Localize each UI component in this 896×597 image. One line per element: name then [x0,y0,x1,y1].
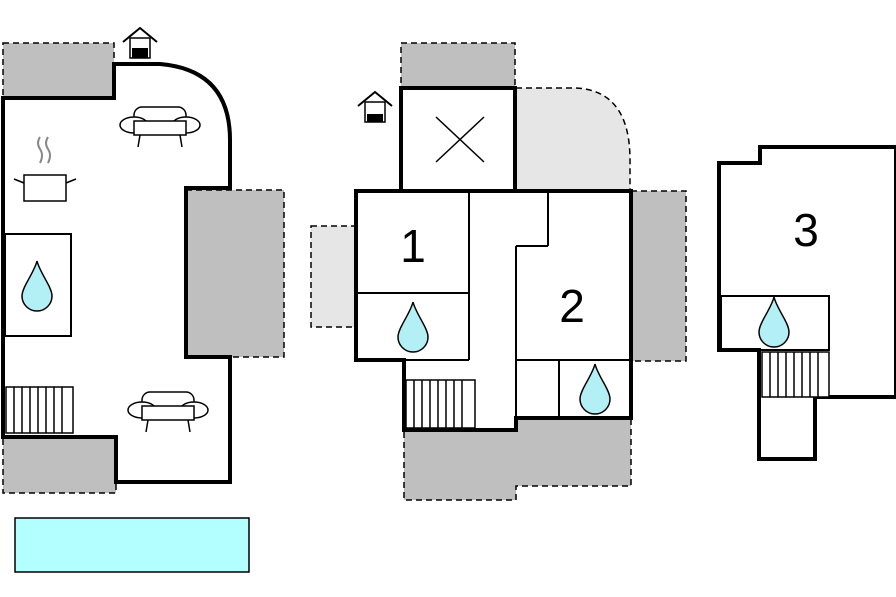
room-label-1: 1 [400,220,426,272]
bathroom-3 [720,295,830,351]
water-drop-icon [579,363,611,415]
entrance-icon [357,90,393,123]
terrace-left-middle [310,225,357,328]
staircase-icon [405,379,476,429]
swimming-pool-icon [14,517,250,573]
void-cross-icon [435,116,485,163]
cooking-pot-icon [13,136,77,202]
water-drop-icon [758,296,790,348]
terrace-top-middle [400,42,516,90]
water-drop-icon [397,301,429,353]
terrace-right-left-building [185,189,285,358]
room-label-2: 2 [559,280,585,332]
entrance-icon [122,26,158,59]
sofa-icon [127,391,209,433]
room-label-3: 3 [793,204,819,256]
right-building-walls [717,145,896,461]
sofa-icon [119,106,201,148]
terrace-right-middle [630,190,687,362]
kitchen-counter [4,233,72,337]
terrace-light-middle [515,87,631,191]
staircase-icon [761,351,830,398]
water-drop-icon [21,260,53,312]
terrace-top-left [2,42,115,99]
terrace-bottom-left [2,436,117,494]
living-area-walls [1,62,232,484]
void-room [399,86,517,193]
staircase-icon [5,386,74,434]
